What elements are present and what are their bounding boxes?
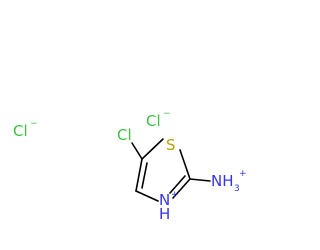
bond-n3-c4 [135,190,159,202]
chloro-substituent: Cl [117,126,132,144]
bond-c4-c5 [135,158,143,192]
molecule-drawing: Cl − Cl − Cl S NH 3 + N + H [13,109,247,223]
bonds [131,138,211,202]
bond-s-c2 [179,149,191,180]
chloride-charge-left: − [30,119,38,129]
ammonium-charge: + [239,169,247,179]
ring-nitrogen-charge: + [171,190,179,200]
bond-c5-s [141,138,164,160]
ring-nitrogen-hydrogen: H [159,205,170,223]
ammonium-group: NH [211,172,234,190]
sulfur-atom: S [166,136,176,154]
bond-c2-nh3 [189,178,211,182]
chloride-charge-top: − [163,109,171,119]
chloride-ion-left: Cl [13,122,28,140]
ring-nitrogen: N [159,191,170,209]
chloride-ion-top: Cl [146,112,161,130]
bond-c2-n3-second [169,175,186,194]
structure-canvas: Cl − Cl − Cl S NH 3 + N + H [13,109,247,223]
bond-c2-n3 [172,178,191,199]
bond-c4-c5-second [141,162,148,189]
bond-c5-cl [131,142,143,160]
ammonium-subscript: 3 [234,184,240,194]
